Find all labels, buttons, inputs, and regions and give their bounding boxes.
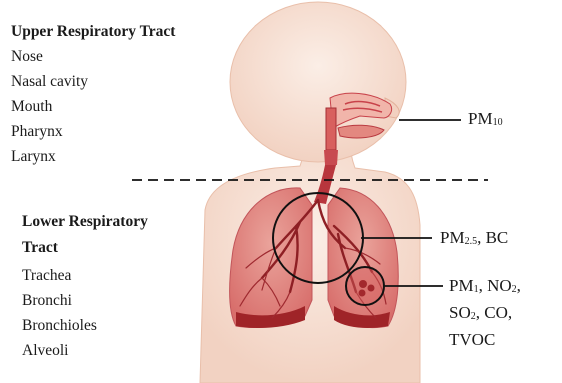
- pm25-rest: , BC: [477, 228, 508, 247]
- alveoli-sac: [368, 285, 375, 292]
- lower-tract-heading: Lower Respiratory: [22, 214, 148, 230]
- pm10-subscript: 10: [493, 117, 503, 128]
- upper-tract-item: Nasal cavity: [11, 74, 88, 90]
- head-shape: [230, 2, 406, 162]
- alveoli-sac: [359, 290, 366, 297]
- pm25-subscript: 2.5: [465, 236, 478, 247]
- lower-tract-item: Bronchi: [22, 293, 72, 309]
- alveoli-sac: [359, 280, 367, 288]
- co-text: , CO,: [476, 303, 512, 322]
- tvoc-label: TVOC: [449, 331, 495, 348]
- pm10-label: PM10: [468, 110, 503, 128]
- pm1-main: PM: [449, 276, 474, 295]
- no2-main: , NO: [479, 276, 512, 295]
- upper-tract-heading: Upper Respiratory Tract: [11, 24, 175, 40]
- upper-tract-item: Larynx: [11, 149, 56, 165]
- lower-tract-item: Trachea: [22, 268, 71, 284]
- upper-tract-item: Mouth: [11, 99, 52, 115]
- pm1-no2-label: PM1, NO2,: [449, 277, 521, 295]
- pm10-main: PM: [468, 109, 493, 128]
- no2-comma: ,: [517, 276, 521, 295]
- upper-tract-item: Pharynx: [11, 124, 63, 140]
- lower-tract-item: Bronchioles: [22, 318, 97, 334]
- pharynx-shape: [326, 108, 336, 150]
- larynx-shape: [324, 150, 338, 165]
- so2-main: SO: [449, 303, 471, 322]
- upper-airway: [324, 93, 392, 165]
- pm25-main: PM: [440, 228, 465, 247]
- so2-co-label: SO2, CO,: [449, 304, 512, 322]
- upper-tract-item: Nose: [11, 49, 43, 65]
- pm25-bc-label: PM2.5, BC: [440, 229, 508, 247]
- lower-tract-item: Alveoli: [22, 343, 69, 359]
- lower-tract-heading-line2: Tract: [22, 240, 58, 256]
